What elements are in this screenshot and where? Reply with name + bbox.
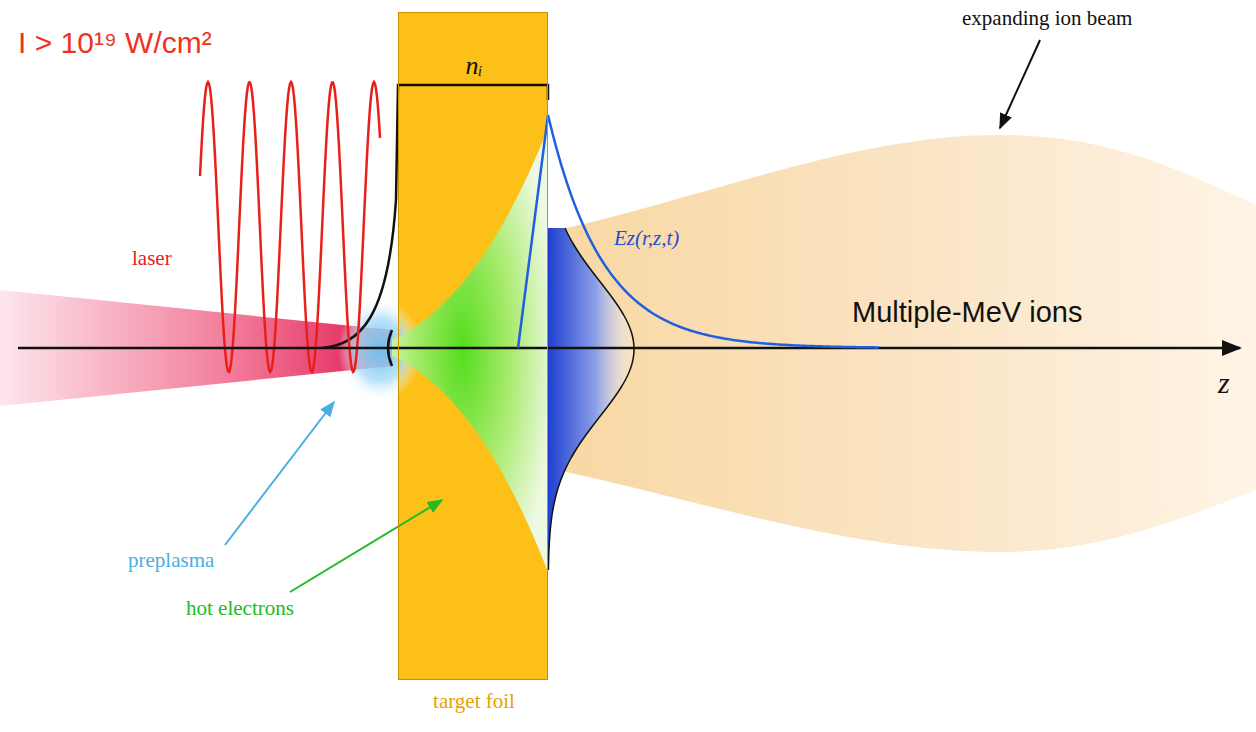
hot-electrons-label: hot electrons xyxy=(186,596,294,620)
leader-arrow xyxy=(1000,40,1040,128)
laser-label: laser xyxy=(132,246,172,270)
sheath-field xyxy=(518,115,879,348)
ion-profile-outline xyxy=(548,228,634,570)
ion-beam xyxy=(548,135,1256,552)
leader-arrow xyxy=(290,500,442,592)
preplasma-label: preplasma xyxy=(128,548,214,572)
foil-label: target foil xyxy=(433,689,515,714)
density-symbol: nᵢ xyxy=(465,51,482,81)
hot-electron-cone xyxy=(392,128,548,572)
density-profile xyxy=(322,85,548,348)
ions-label: Multiple-MeV ions xyxy=(852,296,1082,329)
field-label: Ez(r,z,t) xyxy=(614,226,679,250)
z-axis xyxy=(18,347,1240,350)
ion-profile xyxy=(548,228,634,570)
leader-arrow xyxy=(225,402,334,545)
beam-label: expanding ion beam xyxy=(962,6,1132,30)
target-foil: nᵢtarget foil xyxy=(398,12,548,680)
laser-wave xyxy=(200,82,380,372)
axis-label: z xyxy=(1218,366,1230,401)
intensity-label: I > 10¹⁹ W/cm² xyxy=(18,26,212,61)
